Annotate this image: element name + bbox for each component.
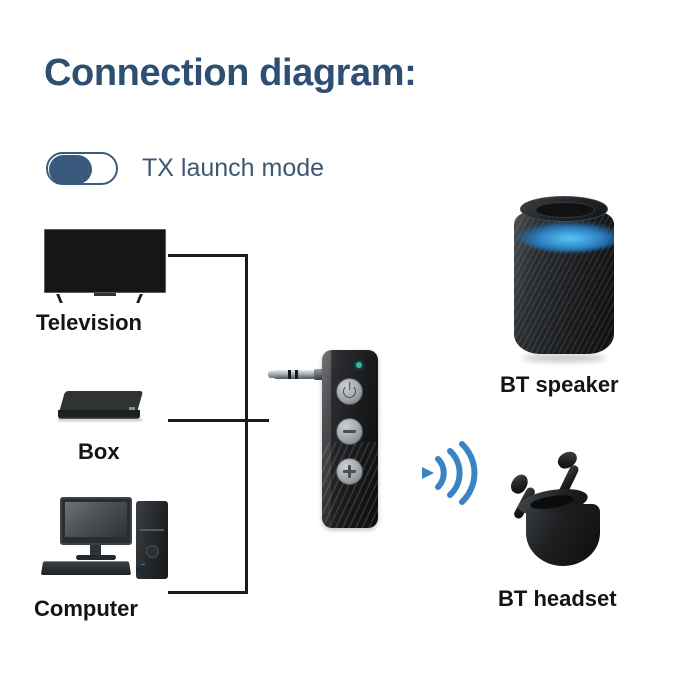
television-foot-left [58,294,72,303]
box-label: Box [78,439,120,464]
set-top-box-illustration [58,391,144,427]
wire-vertical-bus [245,254,248,594]
bt-speaker-illustration [508,196,620,362]
tx-launch-mode-row: TX launch mode [46,152,324,185]
computer-monitor-base [76,555,116,560]
status-led-indicator [356,362,362,368]
television-screen [44,229,166,293]
speaker-light-ring [518,222,614,252]
bt-headset-illustration [498,446,626,572]
television-label: Television [36,310,142,335]
audio-jack-connector [268,368,326,380]
jack-shaft [274,370,326,379]
wire-box-branch [168,419,248,422]
television-chin [94,293,116,296]
wireless-signal-icon [412,437,484,509]
volume-up-button[interactable] [336,458,363,485]
computer-keyboard [40,561,132,576]
bluetooth-transmitter-illustration [268,345,394,530]
computer-label: Computer [34,596,138,621]
transmitter-highlight [322,350,331,528]
power-button[interactable] [336,378,363,405]
minus-icon [343,430,356,433]
tx-launch-mode-label: TX launch mode [142,154,325,182]
television-foot-right [138,294,152,303]
computer-screen [65,502,127,537]
page-title: Connection diagram: [44,52,417,94]
wire-television-branch [168,254,248,257]
transmitter-body [322,350,378,528]
speaker-shadow [522,354,606,362]
toggle-knob [49,155,92,184]
jack-ring-2 [295,370,298,379]
jack-ring-1 [288,370,291,379]
jack-collar [314,369,326,380]
volume-down-button[interactable] [336,418,363,445]
transmitter-texture [322,442,378,528]
charging-case-cavity [529,492,575,512]
bt-speaker-label: BT speaker [500,372,619,397]
box-front-face [58,410,140,419]
computer-tower-dial [146,545,159,558]
plus-icon-vertical [348,465,351,478]
computer-monitor-neck [90,545,101,556]
computer-mouse [136,565,150,575]
wire-transmitter-branch [245,419,269,422]
computer-illustration [40,497,182,589]
tx-launch-mode-toggle[interactable] [46,152,118,185]
speaker-top-inner [535,202,595,218]
box-shadow [58,419,142,421]
box-indicator [129,407,135,410]
jack-tip [268,371,277,378]
television-illustration [44,229,166,303]
speaker-top-cap [520,196,608,222]
power-icon [343,385,356,398]
speaker-body [514,212,614,354]
bt-headset-label: BT headset [498,586,617,611]
computer-tower-vent [140,529,164,531]
computer-monitor [60,497,132,545]
wire-computer-branch [168,591,248,594]
